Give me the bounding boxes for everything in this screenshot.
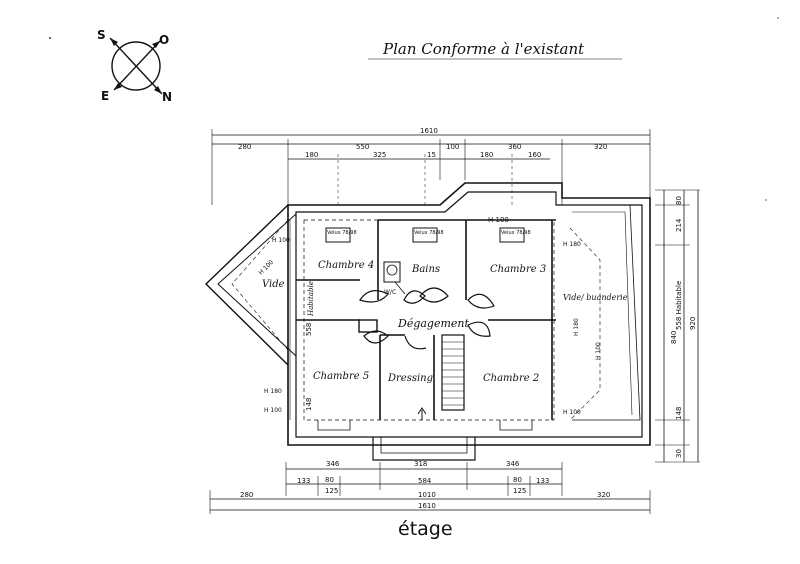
level-label: étage [398, 518, 453, 540]
dim-right-30: 30 [675, 449, 683, 458]
room-chambre-3: Chambre 3 [490, 264, 546, 275]
compass-arrow-n-icon [154, 86, 162, 94]
dim-top-overall: 1610 [420, 127, 438, 135]
dim-top-180b: 180 [480, 151, 493, 159]
velux-windows: Velux 78/98 Velux 78/98 Velux 78/98 [325, 227, 531, 243]
bottom-dimensions: 346 318 346 133 80 125 584 80 125 133 28… [209, 460, 651, 514]
room-degagement: Dégagement [397, 317, 470, 330]
height-h100-left-low: H 100 [264, 407, 282, 414]
dim-bottom-346b: 346 [506, 460, 520, 468]
dim-bottom-133a: 133 [297, 477, 310, 485]
dim-top-360: 360 [508, 143, 521, 151]
compass-arrow-s-icon [110, 38, 118, 46]
room-wc: W/C [384, 289, 396, 296]
dim-top-160: 160 [528, 151, 541, 159]
height-h180-right: H 180 [563, 241, 581, 248]
dim-bottom-280: 280 [240, 491, 253, 499]
room-labels: Chambre 4 Bains Chambre 3 W/C Dégagement… [262, 260, 628, 384]
compass-axis-o-e [113, 40, 161, 91]
compass: S O E N [97, 28, 172, 104]
dim-top-325: 325 [373, 151, 386, 159]
velux-window-1 [325, 227, 351, 243]
dim-left-558: 558 [305, 323, 313, 336]
dim-left-148: 148 [305, 398, 313, 411]
dim-right-840: 840 [670, 331, 678, 344]
height-h100-bottom-right: H 100 [563, 409, 581, 416]
height-h100-left: H 100 [272, 237, 290, 244]
dim-bottom-125a: 125 [325, 487, 338, 495]
room-chambre-2: Chambre 2 [483, 373, 539, 384]
compass-circle [111, 41, 161, 91]
plan-title: Plan Conforme à l'existant [382, 40, 585, 58]
height-h180-left: H 180 [264, 388, 282, 395]
room-vide: Vide [262, 279, 285, 290]
habitable-label-left: Habitable [307, 281, 315, 317]
dim-top-320: 320 [594, 143, 607, 151]
dim-bottom-125b: 125 [513, 487, 526, 495]
room-bains: Bains [411, 264, 440, 275]
compass-label-e: E [101, 89, 109, 103]
top-dimensions: 1610 280 550 100 360 320 180 325 15 180 … [211, 127, 651, 205]
scan-speck [49, 37, 51, 39]
dim-bottom-346a: 346 [326, 460, 340, 468]
compass-label-n: N [162, 90, 172, 104]
room-dressing: Dressing [387, 373, 433, 384]
dim-bottom-318: 318 [414, 460, 427, 468]
dim-bottom-1010: 1010 [418, 491, 436, 499]
dim-bottom-584: 584 [418, 477, 432, 485]
dim-bottom-80a: 80 [325, 476, 334, 484]
dim-right-80: 80 [675, 196, 683, 205]
compass-arrow-o-icon [152, 41, 160, 48]
scan-speck [777, 17, 779, 19]
room-chambre-4: Chambre 4 [318, 260, 374, 271]
compass-label-s: S [97, 28, 106, 42]
door-swings [359, 281, 495, 350]
building-outline [204, 182, 651, 461]
velux-label-2: Velux 78/98 [414, 230, 444, 236]
room-vide-buanderie: Vide/ buanderie [563, 293, 628, 302]
scan-speck [765, 199, 767, 201]
dim-top-180a: 180 [305, 151, 318, 159]
height-h100-mid: H 100 [595, 342, 602, 360]
velux-window-2 [412, 227, 438, 243]
dim-top-15: 15 [427, 151, 436, 159]
compass-label-o: O [159, 33, 169, 47]
interior-walls [296, 219, 556, 431]
velux-window-3 [499, 227, 525, 243]
dim-right-920: 920 [689, 317, 697, 330]
dim-top-550: 550 [356, 143, 369, 151]
dim-top-280: 280 [238, 143, 251, 151]
height-h100-vide: H 100 [257, 259, 275, 277]
right-dimensions: 80 214 840 558 Habitable 920 148 30 [655, 189, 700, 463]
height-annotations: H 100 H 100 H 100 H 180 H 180 H 100 H 10… [257, 216, 602, 416]
dim-right-214: 214 [675, 218, 683, 232]
height-h180-mid: H 180 [573, 318, 580, 336]
height-h100-velux3: H 100 [488, 216, 509, 224]
compass-arrow-e-icon [114, 83, 122, 90]
habitable-label-right: 558 Habitable [675, 281, 683, 330]
dim-right-148: 148 [675, 407, 683, 420]
velux-label-1: Velux 78/98 [327, 230, 357, 236]
dim-bottom-133b: 133 [536, 477, 549, 485]
dim-bottom-overall: 1610 [418, 502, 436, 510]
room-chambre-5: Chambre 5 [313, 371, 369, 382]
dim-top-100: 100 [446, 143, 459, 151]
left-dimensions: 558 148 [289, 220, 313, 420]
dim-bottom-320: 320 [597, 491, 610, 499]
dim-bottom-80b: 80 [513, 476, 522, 484]
velux-label-3: Velux 78/98 [501, 230, 531, 236]
